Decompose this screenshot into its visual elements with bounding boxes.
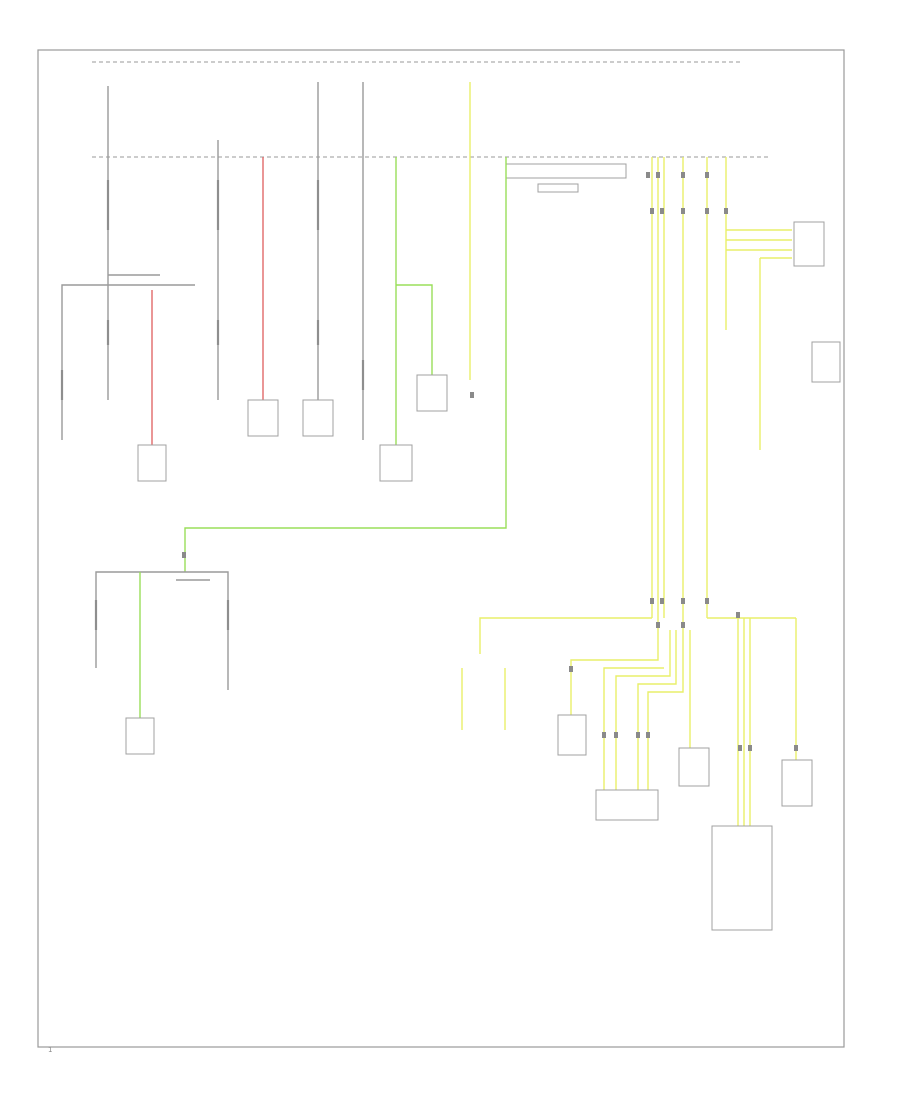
wire-green-long: [184, 157, 507, 572]
connector: [705, 598, 709, 604]
connector: [636, 732, 640, 738]
component-box: [793, 221, 825, 267]
connector: [705, 172, 709, 178]
wire-dist-e: [603, 667, 664, 790]
component-box: [416, 374, 448, 412]
page-number: 1: [48, 1046, 52, 1054]
components: [125, 221, 841, 931]
fuse-block-sublabel: [537, 183, 579, 193]
connector: [646, 172, 650, 178]
connector: [602, 732, 606, 738]
connector: [614, 732, 618, 738]
connector: [738, 745, 742, 751]
diagram-frame: [37, 49, 845, 1048]
connector: [656, 622, 660, 628]
component-box: [811, 341, 841, 383]
connector: [660, 208, 664, 214]
component-box: [247, 399, 279, 437]
connector: [705, 208, 709, 214]
wire-dist-left: [479, 617, 652, 654]
connector: [724, 208, 728, 214]
connectors: [182, 172, 798, 751]
connector: [681, 598, 685, 604]
component-box: [711, 825, 773, 931]
connector: [470, 392, 474, 398]
component-box: [379, 444, 413, 482]
wire-cluster-bus: [95, 571, 229, 690]
connector: [748, 745, 752, 751]
component-box: [781, 759, 813, 807]
connector: [681, 208, 685, 214]
wire-splice-left: [61, 284, 195, 440]
component-box: [595, 789, 659, 821]
component-box: [125, 717, 155, 755]
connector: [569, 666, 573, 672]
connector: [736, 612, 740, 618]
connector: [660, 598, 664, 604]
component-box: [557, 714, 587, 756]
connector: [681, 622, 685, 628]
component-box: [302, 399, 334, 437]
component-box: [137, 444, 167, 482]
wire-dist-f: [615, 630, 671, 790]
connector: [681, 172, 685, 178]
wire-green-branch: [396, 284, 433, 375]
wire-markers: [60, 180, 365, 630]
wire-dist-h: [647, 618, 684, 790]
connector: [650, 208, 654, 214]
right-yellow-bundle: [651, 157, 727, 618]
connector: [656, 172, 660, 178]
connector: [650, 598, 654, 604]
connector: [794, 745, 798, 751]
wire-dist-d: [570, 618, 659, 715]
left-feeds: [107, 82, 471, 445]
fuse-block-label: [505, 163, 627, 179]
component-box: [678, 747, 710, 787]
connector: [182, 552, 186, 558]
connector: [646, 732, 650, 738]
